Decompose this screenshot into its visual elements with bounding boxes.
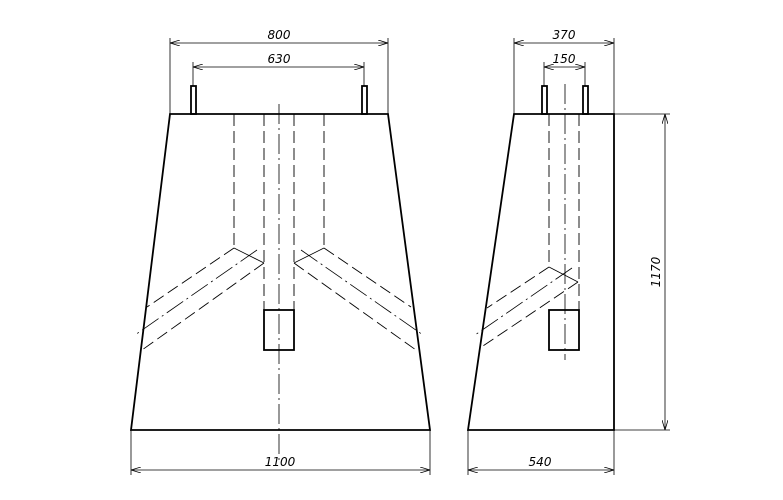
hidden-line <box>548 266 579 283</box>
hidden-line <box>486 266 550 309</box>
dim-label-1100: 1100 <box>265 455 296 469</box>
dim-label-540: 540 <box>529 455 552 469</box>
bolt-left <box>190 85 197 115</box>
hidden-line <box>323 247 412 308</box>
bolt-right <box>582 85 589 115</box>
bolt-right <box>361 85 368 115</box>
hidden-line <box>293 262 417 351</box>
bolt-left <box>541 85 548 115</box>
anchor-block <box>548 309 580 351</box>
front-view: 800 630 1100 <box>129 28 432 475</box>
dim-label-1170: 1170 <box>649 256 663 287</box>
dim-label-150: 150 <box>553 52 576 66</box>
anchor-block <box>263 309 295 351</box>
axis-line <box>300 249 424 336</box>
hidden-line <box>141 262 265 351</box>
dim-label-370: 370 <box>553 28 576 42</box>
axis-line <box>134 249 258 336</box>
front-outline <box>129 113 432 431</box>
hidden-line <box>479 281 579 349</box>
hidden-line <box>146 247 235 308</box>
axis-line <box>474 267 573 336</box>
side-view: 370 150 1170 540 <box>466 28 670 475</box>
dim-label-630: 630 <box>268 52 291 66</box>
dim-label-800: 800 <box>268 28 291 42</box>
